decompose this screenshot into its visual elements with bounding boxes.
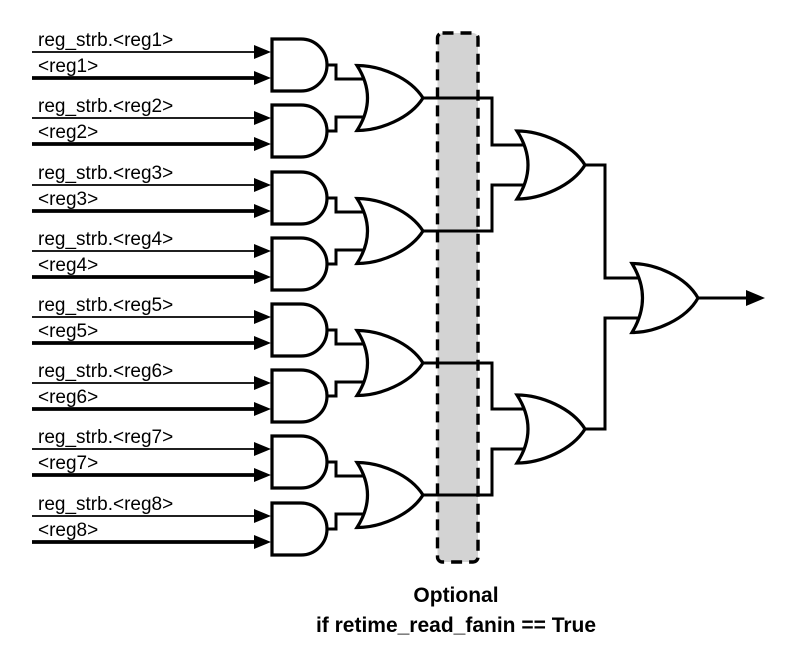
wire-or2a-or3 bbox=[423, 96, 534, 147]
or-gates-level2 bbox=[354, 63, 425, 530]
wire-and7-or bbox=[327, 460, 374, 478]
wire-or3top-final bbox=[585, 163, 648, 280]
label-reg-strb-8: reg_strb.<reg8> bbox=[38, 494, 173, 515]
output-arrowhead-icon bbox=[746, 290, 765, 306]
or3-output-wires bbox=[585, 163, 648, 431]
label-reg-strb-2: reg_strb.<reg2> bbox=[38, 96, 173, 117]
arrowhead-icon bbox=[254, 336, 271, 350]
and-gate-reg4 bbox=[270, 236, 329, 292]
optional-caption: Optional if retime_read_fanin == True bbox=[316, 584, 596, 637]
arrowhead-icon bbox=[254, 244, 271, 258]
and-gate-reg3 bbox=[270, 170, 329, 226]
arrowhead-icon bbox=[254, 111, 271, 125]
caption-line1: Optional bbox=[413, 584, 498, 607]
arrowhead-icon bbox=[254, 310, 271, 324]
wire-and3-or bbox=[327, 196, 374, 214]
or-gate-3top bbox=[514, 129, 587, 201]
caption-line2: if retime_read_fanin == True bbox=[316, 614, 596, 637]
arrowhead-icon bbox=[254, 535, 271, 549]
arrowhead-icon bbox=[254, 178, 271, 192]
label-reg-7: <reg7> bbox=[38, 453, 98, 474]
label-reg-strb-1: reg_strb.<reg1> bbox=[38, 30, 173, 51]
or-gates-level3 bbox=[514, 129, 587, 465]
input-labels: reg_strb.<reg1> <reg1> reg_strb.<reg2> <… bbox=[38, 30, 173, 541]
wire-or2c-or3 bbox=[423, 361, 534, 411]
label-reg-8: <reg8> bbox=[38, 520, 98, 541]
and-gate-reg1 bbox=[270, 37, 329, 93]
wire-or3bot-final bbox=[585, 316, 648, 431]
label-reg-strb-7: reg_strb.<reg7> bbox=[38, 427, 173, 448]
label-reg-strb-6: reg_strb.<reg6> bbox=[38, 361, 173, 382]
and-gate-reg2 bbox=[270, 103, 329, 159]
and-gate-reg5 bbox=[270, 302, 329, 358]
or-gate-2b bbox=[354, 196, 425, 266]
and-gate-reg7 bbox=[270, 434, 329, 490]
label-reg-strb-3: reg_strb.<reg3> bbox=[38, 163, 173, 184]
and-gates bbox=[270, 37, 329, 557]
or-gate-2a bbox=[354, 63, 425, 133]
label-reg-strb-4: reg_strb.<reg4> bbox=[38, 229, 173, 250]
or-gate-final bbox=[629, 261, 700, 335]
or-gate-3bot bbox=[514, 393, 587, 465]
arrowhead-icon bbox=[254, 509, 271, 523]
label-reg-4: <reg4> bbox=[38, 255, 98, 276]
arrowhead-icon bbox=[254, 376, 271, 390]
wire-and1-or bbox=[327, 63, 374, 81]
or2-output-wires bbox=[423, 96, 534, 497]
and-gate-reg8 bbox=[270, 501, 329, 557]
label-reg-6: <reg6> bbox=[38, 387, 98, 408]
wire-or2d-or3 bbox=[423, 447, 534, 497]
arrowhead-icon bbox=[254, 71, 271, 85]
label-reg-2: <reg2> bbox=[38, 122, 98, 143]
arrowhead-icon bbox=[254, 442, 271, 456]
wire-and8-or bbox=[327, 512, 374, 531]
arrowhead-icon bbox=[254, 204, 271, 218]
wire-and5-or bbox=[327, 328, 374, 346]
label-reg-strb-5: reg_strb.<reg5> bbox=[38, 295, 173, 316]
or-gate-2d bbox=[354, 460, 425, 530]
arrowhead-icon bbox=[254, 468, 271, 482]
input-wires bbox=[32, 45, 271, 549]
wire-or2b-or3 bbox=[423, 183, 534, 233]
arrowhead-icon bbox=[254, 137, 271, 151]
arrowhead-icon bbox=[254, 402, 271, 416]
wire-and2-or bbox=[327, 115, 374, 133]
arrowhead-icon bbox=[254, 270, 271, 284]
or-gate-2c bbox=[354, 328, 425, 398]
wire-and6-or bbox=[327, 380, 374, 398]
optional-retime-box bbox=[435, 31, 480, 564]
arrowhead-icon bbox=[254, 45, 271, 59]
label-reg-5: <reg5> bbox=[38, 321, 98, 342]
wire-and4-or bbox=[327, 248, 374, 266]
and-gate-reg6 bbox=[270, 368, 329, 424]
label-reg-1: <reg1> bbox=[38, 56, 98, 77]
and-output-wires bbox=[327, 63, 374, 531]
label-reg-3: <reg3> bbox=[38, 189, 98, 210]
